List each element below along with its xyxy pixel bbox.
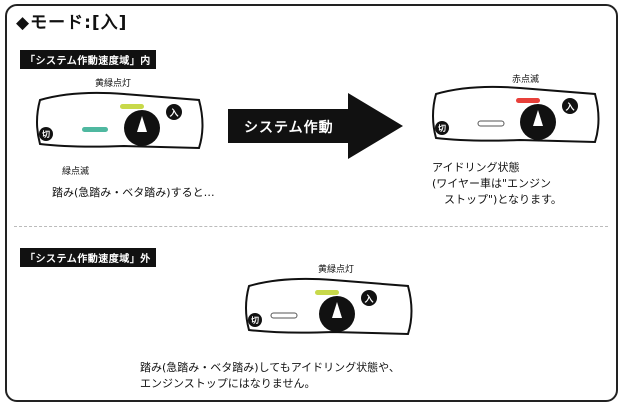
- green-led-off: [270, 312, 298, 319]
- on-button-label: 入: [363, 294, 373, 305]
- yellow-green-led: [120, 104, 144, 109]
- section2-label: 「システム作動速度域」外: [20, 248, 156, 267]
- off-button-label: 切: [42, 129, 50, 139]
- section-divider: [14, 226, 608, 227]
- off-button[interactable]: [248, 313, 262, 327]
- yellow-green-led: [315, 290, 339, 295]
- page-title: ◆モード:[入]: [16, 13, 128, 33]
- panel-frame: [5, 4, 618, 402]
- dial-pointer-icon: [332, 302, 342, 318]
- center-device-illustration: 入 切: [245, 277, 413, 336]
- off-button[interactable]: [39, 127, 53, 141]
- green-led-off: [477, 120, 505, 127]
- bottom-caption-line2: エンジンストップにはなりません。: [140, 377, 316, 390]
- right-caption-line1: アイドリング状態: [432, 161, 520, 174]
- bottom-caption-line1: 踏み(急踏み・ベタ踏み)してもアイドリング状態や、: [140, 361, 400, 374]
- on-button-label: 入: [168, 108, 178, 119]
- right-caption-line3: ストップ")となります。: [444, 193, 562, 206]
- section1-label: 「システム作動速度域」内: [20, 50, 156, 69]
- center-device-top-label: 黄緑点灯: [318, 265, 355, 275]
- green-led: [82, 127, 108, 132]
- right-device-illustration: 入 切: [432, 85, 600, 144]
- arrow-label: システム作動: [244, 120, 334, 136]
- left-device-bottom-label: 緑点滅: [62, 167, 90, 177]
- off-button-label: 切: [251, 315, 259, 325]
- left-device-illustration: 入 切: [36, 91, 204, 150]
- right-device-top-label: 赤点滅: [512, 75, 540, 85]
- dial-pointer-icon: [533, 110, 543, 126]
- dial-pointer-icon: [137, 116, 147, 132]
- on-button[interactable]: [562, 98, 578, 114]
- right-caption-line2: (ワイヤー車は"エンジン: [432, 177, 552, 190]
- off-button-label: 切: [438, 123, 446, 133]
- off-button[interactable]: [435, 121, 449, 135]
- right-arrow-icon: [228, 93, 403, 159]
- left-caption: 踏み(急踏み・ベタ踏み)すると…: [52, 186, 215, 199]
- left-device-top-label: 黄緑点灯: [95, 79, 132, 89]
- red-led: [516, 98, 540, 103]
- on-button[interactable]: [361, 290, 377, 306]
- on-button[interactable]: [166, 104, 182, 120]
- on-button-label: 入: [564, 102, 574, 113]
